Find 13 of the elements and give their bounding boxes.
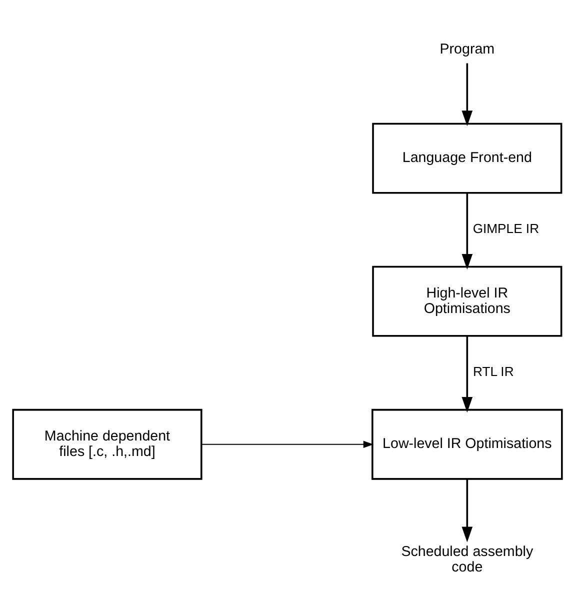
arrow xyxy=(462,478,473,542)
arrow xyxy=(200,440,374,448)
node-box: High-level IR Optimisations xyxy=(372,265,562,336)
node-text: Program xyxy=(440,41,495,58)
arrow xyxy=(462,62,473,126)
edge-label: GIMPLE IR xyxy=(472,220,540,236)
node-box: Low-level IR Optimisations xyxy=(372,408,563,480)
edge-label: RTL IR xyxy=(473,364,514,379)
node-box: Machine dependent files [.c, .h,.md] xyxy=(12,408,202,480)
arrow xyxy=(462,192,473,269)
node-text: Scheduled assembly code xyxy=(401,543,534,575)
arrow xyxy=(462,336,473,412)
node-box: Language Front-end xyxy=(372,122,562,194)
